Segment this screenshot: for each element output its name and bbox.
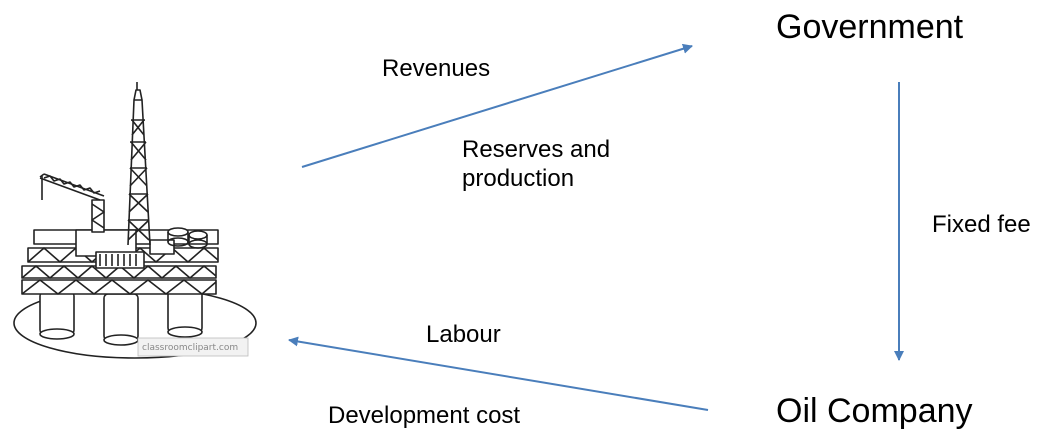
- oil-company-node: Oil Company: [776, 392, 973, 430]
- watermark-text: classroomclipart.com: [142, 343, 238, 353]
- arrow-oil-company-to-rig: [288, 336, 709, 411]
- oil-platform-icon: classroomclipart.com: [13, 82, 257, 359]
- arrow-rig-to-government: [301, 43, 693, 168]
- label-revenues: Revenues: [382, 55, 491, 82]
- label-reserves-and-production: Reserves and production: [462, 136, 611, 192]
- watermark: classroomclipart.com: [137, 337, 249, 357]
- label-fixed-fee: Fixed fee: [932, 211, 1031, 238]
- label-development-cost: Development cost: [328, 402, 521, 429]
- label-labour: Labour: [426, 321, 501, 348]
- government-node: Government: [776, 8, 964, 46]
